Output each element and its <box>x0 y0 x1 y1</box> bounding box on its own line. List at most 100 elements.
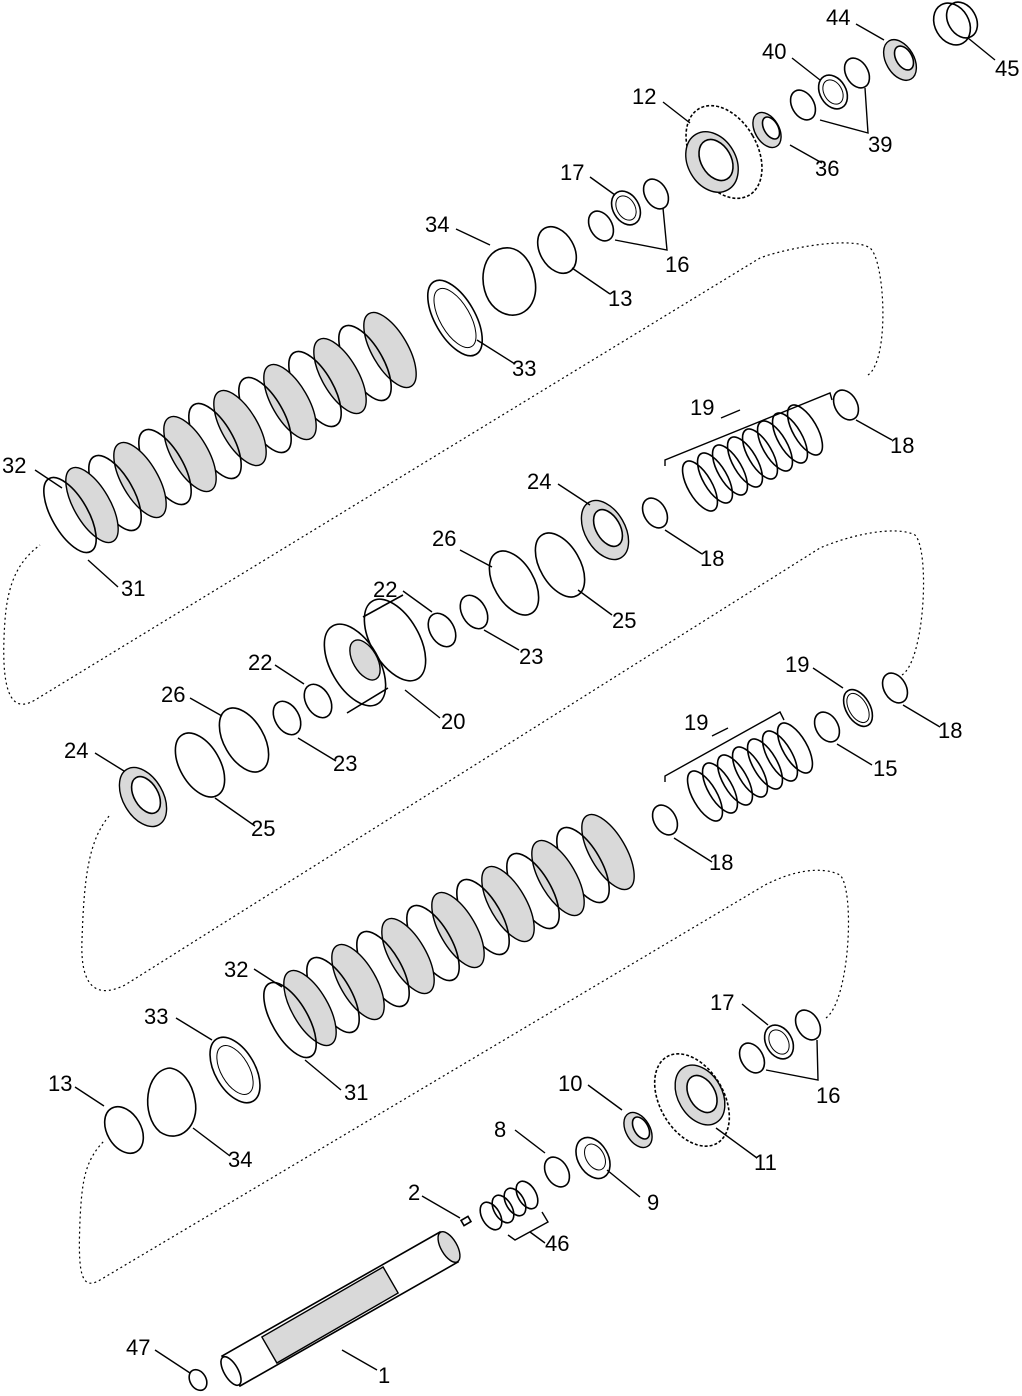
callout-19: 19 <box>785 652 809 677</box>
piston-24b <box>118 766 168 828</box>
clutch-disc-19b <box>842 688 874 728</box>
snap-ring-47 <box>188 1368 208 1392</box>
callout-34: 34 <box>228 1147 252 1172</box>
thrust-bearing-17b <box>763 1024 795 1060</box>
seal-25b <box>174 732 226 798</box>
washer-9 <box>575 1136 611 1180</box>
callout-19: 19 <box>690 395 714 420</box>
callout-18: 18 <box>890 433 914 458</box>
bearing-cup-45 <box>932 1 979 46</box>
thrust-bearing-17a <box>610 190 642 226</box>
callout-9: 9 <box>647 1190 659 1215</box>
washer-16a-1 <box>642 178 670 210</box>
callout-47: 47 <box>126 1335 150 1360</box>
callout-19: 19 <box>684 710 708 735</box>
washer-16b-2 <box>738 1042 766 1074</box>
snap-ring-18b <box>641 497 669 529</box>
seal-26a <box>488 550 540 616</box>
snap-ring-18c <box>881 672 909 704</box>
seal-25a <box>534 532 586 598</box>
washer-16b-1 <box>794 1009 822 1041</box>
callout-33: 33 <box>512 356 536 381</box>
washer-39b <box>789 89 817 121</box>
snap-ring-34b <box>146 1067 197 1137</box>
snap-ring-15 <box>813 711 841 743</box>
callout-13: 13 <box>48 1071 72 1096</box>
callout-31: 31 <box>121 576 145 601</box>
washer-8 <box>543 1156 571 1188</box>
callout-18: 18 <box>709 850 733 875</box>
callout-17: 17 <box>710 990 734 1015</box>
washer-39a <box>843 57 871 89</box>
callout-20: 20 <box>441 709 465 734</box>
callout-10: 10 <box>558 1071 582 1096</box>
bearing-cone-44 <box>882 39 918 81</box>
seal-23b <box>272 700 302 736</box>
seal-22a <box>427 612 457 648</box>
seal-rings-46 <box>479 1180 539 1231</box>
callout-23: 23 <box>519 644 543 669</box>
seal-26b <box>218 707 270 773</box>
callout-labels: 44 45 40 39 36 12 17 16 13 34 33 19 18 2… <box>2 5 1019 1388</box>
callout-22: 22 <box>373 577 397 602</box>
gear-12 <box>685 104 763 200</box>
callout-18: 18 <box>938 718 962 743</box>
thrust-bearing-40 <box>817 74 849 110</box>
clutch-discs-19a <box>681 404 824 512</box>
callout-44: 44 <box>826 5 850 30</box>
callout-2: 2 <box>408 1180 420 1205</box>
callout-25: 25 <box>612 608 636 633</box>
shaft-1 <box>220 1230 461 1388</box>
callout-46: 46 <box>545 1231 569 1256</box>
callout-24: 24 <box>527 469 551 494</box>
callout-31: 31 <box>344 1080 368 1105</box>
callout-23: 23 <box>333 751 357 776</box>
pressure-plate-33a <box>426 279 484 357</box>
seal-22b <box>303 683 333 719</box>
callout-45: 45 <box>995 56 1019 81</box>
snap-ring-18a <box>832 389 860 421</box>
callout-13: 13 <box>608 286 632 311</box>
callout-34: 34 <box>425 212 449 237</box>
needle-bearing-36 <box>752 111 782 149</box>
clutch-plates-upper <box>43 311 417 554</box>
callout-8: 8 <box>494 1117 506 1142</box>
callout-24: 24 <box>64 738 88 763</box>
callout-16: 16 <box>816 1083 840 1108</box>
callout-26: 26 <box>432 526 456 551</box>
callout-39: 39 <box>868 132 892 157</box>
piston-24a <box>580 499 630 561</box>
clutch-hub-20 <box>323 594 427 714</box>
pin-2 <box>459 1215 473 1227</box>
alignment-path-upper <box>3 242 884 705</box>
callout-33: 33 <box>144 1004 168 1029</box>
washer-16a-2 <box>587 210 615 242</box>
callout-32: 32 <box>224 957 248 982</box>
snap-ring-13a <box>536 225 578 275</box>
callout-11: 11 <box>754 1150 777 1175</box>
snap-ring-34a <box>482 247 537 316</box>
snap-ring-18d <box>651 804 679 836</box>
clutch-pack-upper <box>43 311 417 554</box>
callout-18: 18 <box>700 546 724 571</box>
callout-17: 17 <box>560 160 584 185</box>
callout-36: 36 <box>815 156 839 181</box>
callout-1: 1 <box>378 1363 390 1388</box>
needle-bearing-10 <box>623 1111 653 1149</box>
callout-25: 25 <box>251 816 275 841</box>
callout-12: 12 <box>632 84 656 109</box>
callout-26: 26 <box>161 682 185 707</box>
seal-23a <box>459 594 489 630</box>
leader-lines <box>34 23 996 1374</box>
callout-40: 40 <box>762 39 786 64</box>
clutch-discs-19c <box>686 722 814 822</box>
gear-11 <box>653 1053 731 1147</box>
callout-15: 15 <box>873 756 897 781</box>
snap-ring-13b <box>103 1105 145 1155</box>
callout-16: 16 <box>665 252 689 277</box>
clutch-plates-lower <box>263 813 635 1059</box>
callout-32: 32 <box>2 453 26 478</box>
callout-22: 22 <box>248 650 272 675</box>
pressure-plate-33b <box>209 1036 261 1104</box>
